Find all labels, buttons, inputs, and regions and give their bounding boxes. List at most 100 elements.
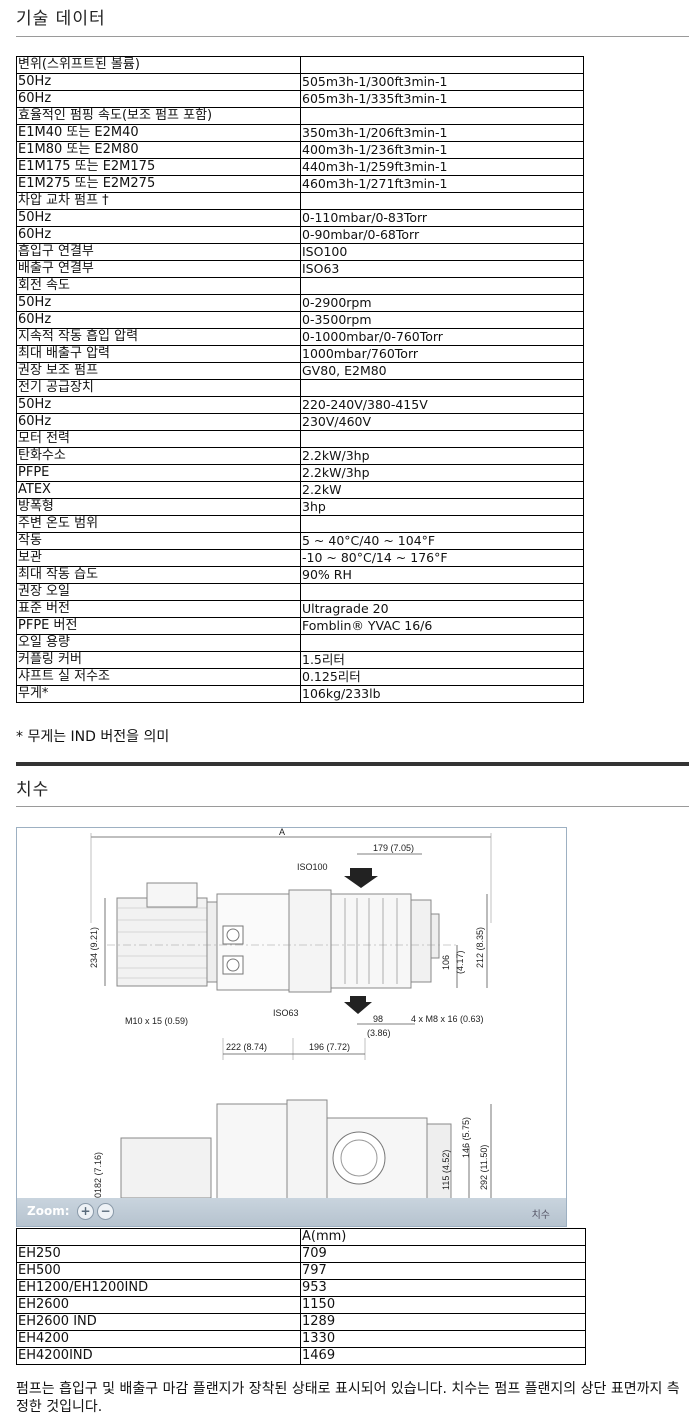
section-title-dims: 치수	[16, 780, 50, 800]
dimension-header-row: A(mm)	[16, 1228, 586, 1246]
dimension-drawing[interactable]: A 179 (7.05) ISO100	[16, 827, 567, 1227]
spec-row: 무게*106kg/233lb	[16, 685, 584, 703]
spec-value: 1.5리터	[300, 651, 584, 669]
section-title-tech: 기술 데이터	[16, 9, 106, 29]
dim-label-386: (3.86)	[367, 1028, 391, 1038]
spec-value: 2.2kW/3hp	[300, 447, 584, 465]
dim-label-a: A	[279, 828, 285, 837]
dim-label-182: 0182 (7.16)	[93, 1152, 103, 1198]
spec-label: 샤프트 실 저수조	[16, 668, 301, 686]
zoom-in-button[interactable]: +	[77, 1203, 94, 1220]
spec-label: ATEX	[16, 481, 301, 499]
spec-row: 차압 교차 펌프 †	[16, 192, 584, 210]
spec-label: E1M175 또는 E2M175	[16, 158, 301, 176]
spec-value: 0-2900rpm	[300, 294, 584, 312]
dim-label-292: 292 (11.50)	[479, 1145, 489, 1190]
spec-label: 변위(스위프트된 볼륨)	[16, 56, 301, 74]
spec-value: 106kg/233lb	[300, 685, 584, 703]
spec-value	[300, 107, 584, 125]
spec-value: ISO100	[300, 243, 584, 261]
spec-label: PFPE	[16, 464, 301, 482]
spec-label: 커플링 커버	[16, 651, 301, 669]
a-dimension: 709	[300, 1245, 586, 1263]
model-name: EH250	[16, 1245, 301, 1263]
spec-row: 보관-10 ~ 80°C/14 ~ 176°F	[16, 549, 584, 567]
spec-value: 5 ~ 40°C/40 ~ 104°F	[300, 532, 584, 550]
spec-value: Ultragrade 20	[300, 600, 584, 618]
spec-value: 230V/460V	[300, 413, 584, 431]
dim-label-m8: 4 x M8 x 16 (0.63)	[411, 1014, 484, 1024]
model-name: EH4200IND	[16, 1347, 301, 1365]
spec-value: ISO63	[300, 260, 584, 278]
spec-value: 2.2kW	[300, 481, 584, 499]
spec-label: 배출구 연결부	[16, 260, 301, 278]
spec-row: 변위(스위프트된 볼륨)	[16, 56, 584, 74]
spec-value	[300, 515, 584, 533]
spec-label: 흡입구 연결부	[16, 243, 301, 261]
spec-value	[300, 56, 584, 74]
spec-value: 3hp	[300, 498, 584, 516]
pump-drawing: A 179 (7.05) ISO100	[89, 828, 492, 1211]
spec-row: 권장 오일	[16, 583, 584, 601]
dim-label-iso100: ISO100	[297, 862, 328, 872]
dim-label-212: 212 (8.35)	[475, 927, 485, 968]
spec-row: 전기 공급장치	[16, 379, 584, 397]
spec-value: 0-1000mbar/0-760Torr	[300, 328, 584, 346]
spec-value	[300, 583, 584, 601]
spec-label: 오일 용량	[16, 634, 301, 652]
spec-label: 모터 전력	[16, 430, 301, 448]
model-name: EH2600 IND	[16, 1313, 301, 1331]
spec-label: 50Hz	[16, 294, 301, 312]
model-name: EH4200	[16, 1330, 301, 1348]
spec-value: 440m3h-1/259ft3min-1	[300, 158, 584, 176]
spec-label: 보관	[16, 549, 301, 567]
spec-value: -10 ~ 80°C/14 ~ 176°F	[300, 549, 584, 567]
spec-label: 차압 교차 펌프 †	[16, 192, 301, 210]
figure-caption: 치수	[531, 1210, 550, 1221]
spec-value: 1000mbar/760Torr	[300, 345, 584, 363]
spec-label: 50Hz	[16, 396, 301, 414]
weight-footnote: * 무게는 IND 버전을 의미	[16, 729, 170, 745]
spec-label: E1M80 또는 E2M80	[16, 141, 301, 159]
spec-label: 회전 속도	[16, 277, 301, 295]
dim-label-146: 146 (5.75)	[461, 1117, 471, 1158]
spec-value	[300, 379, 584, 397]
spec-value: 2.2kW/3hp	[300, 464, 584, 482]
zoom-out-button[interactable]: −	[97, 1203, 114, 1220]
spec-value	[300, 634, 584, 652]
a-dimension: 1150	[300, 1296, 586, 1314]
spec-value: 0-110mbar/0-83Torr	[300, 209, 584, 227]
inlet-arrow-icon	[344, 868, 378, 888]
dim-label-106-in: (4.17)	[455, 950, 465, 974]
spec-label: 전기 공급장치	[16, 379, 301, 397]
spec-label: 작동	[16, 532, 301, 550]
spec-label: 무게*	[16, 685, 301, 703]
divider	[16, 806, 689, 807]
spec-value	[300, 430, 584, 448]
spec-label: 50Hz	[16, 209, 301, 227]
dim-label-196: 196 (7.72)	[309, 1042, 350, 1052]
spec-label: E1M275 또는 E2M275	[16, 175, 301, 193]
spec-label: 효율적인 펌핑 속도(보조 펌프 포함)	[16, 107, 301, 125]
